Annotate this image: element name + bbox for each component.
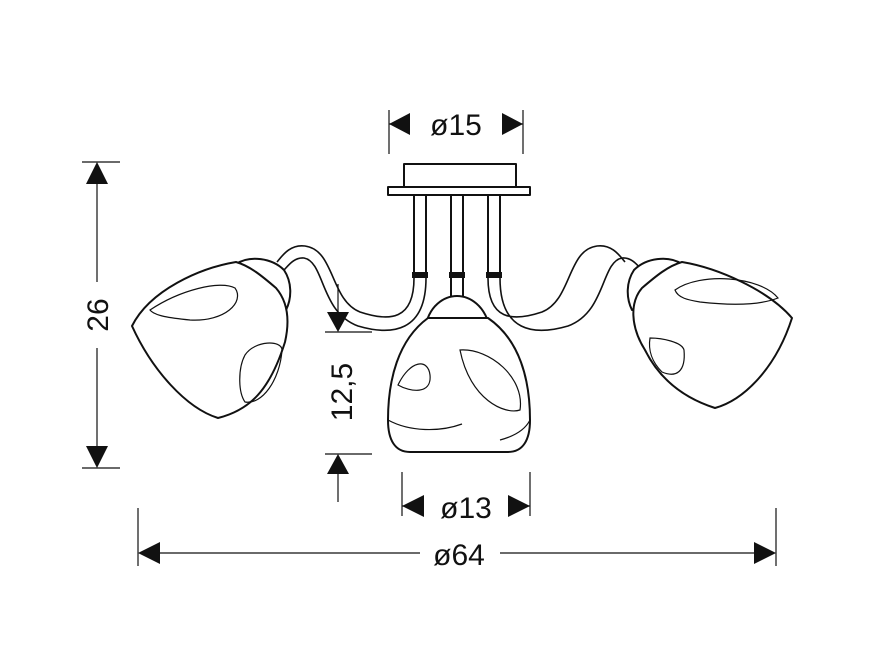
shade-height-label: 12,5 — [326, 363, 359, 421]
canopy — [387, 163, 531, 196]
dimension-overall-diameter: ø64 — [137, 508, 777, 572]
right-arm — [487, 245, 643, 332]
overall-height-label: 26 — [82, 298, 115, 331]
left-arm — [276, 245, 427, 332]
rods — [412, 194, 502, 278]
right-shade — [626, 257, 793, 409]
dimension-shade-diameter: ø13 — [401, 472, 531, 525]
shade-diameter-label: ø13 — [440, 492, 492, 525]
ceiling-lamp-illustration — [131, 163, 793, 453]
dimension-overall-height: 26 — [82, 161, 120, 469]
canopy-diameter-label: ø15 — [430, 109, 482, 142]
overall-diameter-label: ø64 — [433, 539, 485, 572]
center-shade — [387, 317, 531, 453]
dimension-shade-height: 12,5 — [325, 284, 372, 502]
dimension-canopy-diameter: ø15 — [388, 109, 524, 154]
left-shade — [131, 257, 292, 419]
